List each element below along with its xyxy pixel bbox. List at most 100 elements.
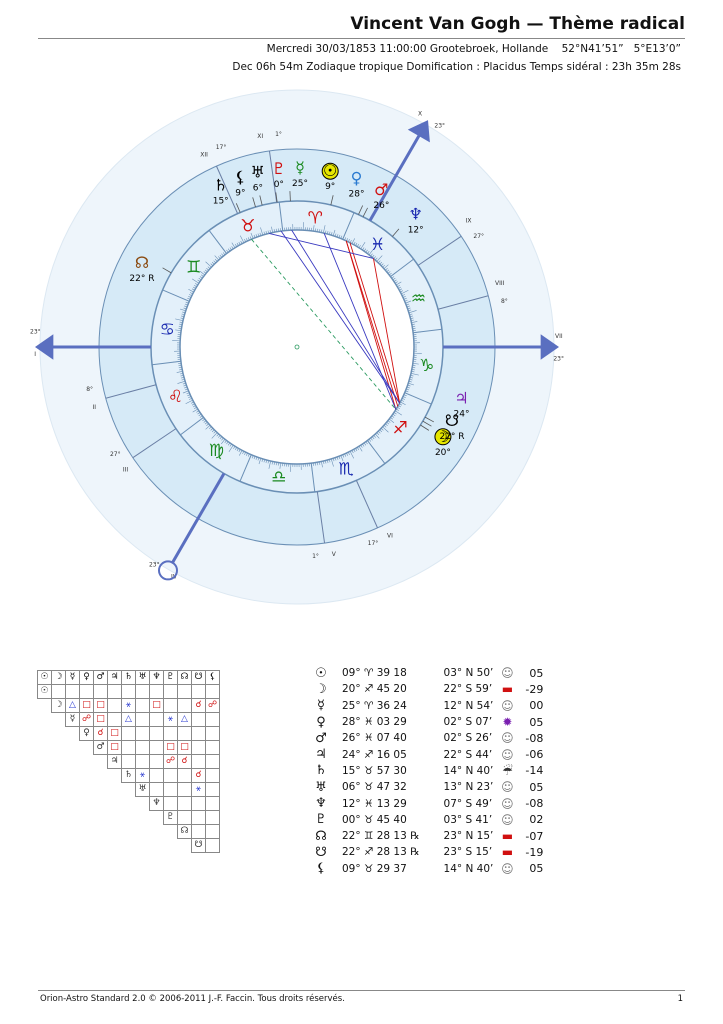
degree-tick [236,242,239,246]
sun-glyph-background [321,162,339,180]
aspect-grid-header-symbol: ☽ [51,670,66,685]
degree-tick [340,455,344,462]
degree-tick [389,272,392,276]
degree-tick [257,233,260,237]
jupiter-degree-label: 24° [454,410,470,420]
aspect-grid-blank [94,769,108,783]
aspect-grid-blank [66,839,80,853]
planet-symbol: ☊ [315,828,327,844]
aspect-grid-blank [38,741,52,755]
degree-tick [179,323,183,325]
degree-tick [221,437,224,441]
degree-tick [213,430,216,434]
longitude: 5°E13’0” [633,43,681,55]
degree-tick [346,238,348,242]
planet-symbol: ♄ [315,763,327,779]
degree-tick [397,407,401,410]
degree-tick [185,301,189,304]
aspect-cell [205,824,220,839]
latitude-value: 23° N 15’ [443,830,494,843]
sign-boundary [310,463,316,492]
aspect-cell [51,684,66,699]
degree-tick [406,303,410,306]
degree-tick [402,396,406,398]
house-label-1: I [34,351,36,358]
planet-symbol: ☋ [315,844,327,860]
aspect-grid-blank [122,811,136,825]
degree-tick [227,442,231,446]
aspect-cell [177,684,192,699]
degree-tick [403,394,407,397]
degree-tick [227,248,231,252]
degree-tick [396,408,399,411]
house-cusp-line [268,150,278,203]
mars-glyph: ♂ [374,180,388,199]
venus-degree-label: 28° [349,189,365,199]
aspect-grid-blank [38,727,52,741]
degree-tick [251,455,254,459]
aspect-grid-blank [164,825,178,839]
degree-tick [181,313,185,316]
degree-tick [259,232,262,236]
degree-tick [325,230,327,234]
aspect-cell [79,684,94,699]
aspect-cell [135,754,150,769]
dignity-icon: ▬ [501,845,514,860]
longitude-value: 09° ♉ 29 37 [342,862,407,875]
aspect-cell [149,726,164,741]
degree-tick [407,384,411,387]
dignity-icon: ☔ [501,763,513,778]
aspect-grid-header-symbol: ☋ [191,670,206,685]
aspect-grid-blank [108,839,122,853]
neptune-position-tick [392,228,400,237]
degree-tick [182,311,186,314]
degree-tick [211,261,215,265]
aspect-grid-header-symbol: ☉ [37,670,52,685]
south-node-position-tick [422,420,432,427]
aspect-cell [191,810,206,825]
capricorn-sign-glyph: ♑ [419,356,434,376]
dignity-score: -14 [525,764,544,778]
sign-boundary [239,454,252,482]
sagittarius-sign-glyph: ♐ [393,419,408,439]
aspect-grid-row-symbol: ♃ [107,754,122,769]
degree-tick [179,321,183,323]
aspect-grid-blank [122,825,136,839]
aspect-cell [191,740,206,755]
degree-tick [175,329,182,332]
degree-tick [188,396,192,398]
aspect-cell [163,782,178,797]
aspect-cell [149,684,164,699]
aspect-grid-blank [94,783,108,797]
degree-tick [405,300,412,304]
degree-tick [210,263,214,266]
aspect-grid-row-symbol: ☿ [65,712,80,727]
house-degree-8: 8° [501,298,508,305]
moon-glyph: ☽ [436,427,450,446]
latitude-value: 22° S 44’ [443,748,493,761]
house-degree-2: 8° [86,386,93,393]
house-label-5: V [332,551,337,558]
moon-glyph-background [434,428,452,446]
aspect-grid-header-symbol: ♇ [163,670,178,685]
house-label-10: X [418,111,422,118]
sun-glyph: ☉ [323,161,337,180]
aspect-grid-blank [122,783,136,797]
degree-tick [358,245,361,248]
degree-tick [203,271,207,274]
dignity-icon: ☺ [501,796,514,811]
house-label-12: XII [200,151,208,158]
saturn-degree-label: 15° [213,197,229,207]
degree-tick [393,412,397,415]
aspect-cell [121,754,136,769]
degree-tick [234,447,237,451]
degree-tick [398,405,402,408]
chart-center [294,344,300,350]
degree-tick [255,234,258,238]
degree-tick [406,386,410,389]
leo-sign-glyph: ♌ [168,387,183,407]
house-cusp-line [368,129,424,222]
house-label-7: VII [555,333,563,340]
degree-tick [182,390,189,394]
aspect-grid-blank [80,783,94,797]
